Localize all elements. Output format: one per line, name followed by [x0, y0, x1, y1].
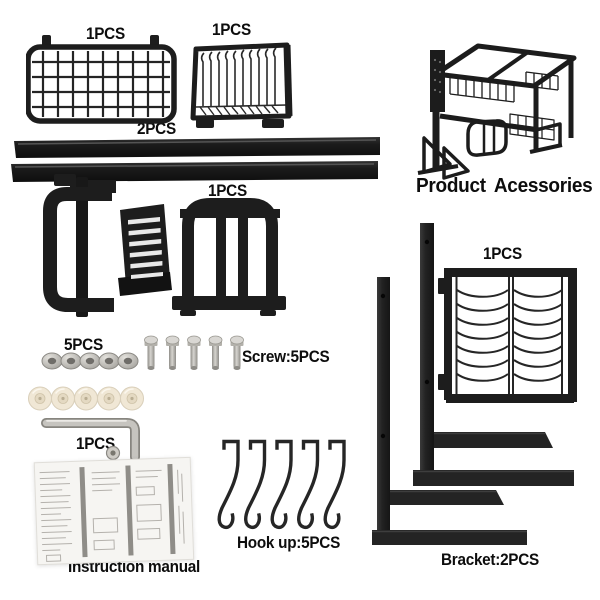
- rail-2-highlight: [14, 163, 375, 168]
- holder-set-qty-label: 1PCS: [208, 181, 247, 200]
- washer: [60, 352, 82, 370]
- screw: [165, 335, 180, 371]
- allen-key-qty-label: 1PCS: [76, 434, 115, 453]
- screw-cap: [50, 386, 76, 411]
- screw-caps-image: [27, 386, 145, 411]
- screw: [187, 335, 201, 371]
- screws-image: [144, 335, 244, 371]
- bracket-1: [413, 223, 574, 486]
- washer: [79, 352, 101, 370]
- mesh-basket-qty-label: 1PCS: [86, 24, 125, 43]
- dish-drainer-image: [190, 42, 293, 128]
- page-title: Product Acessories: [416, 175, 593, 197]
- screw: [208, 335, 223, 371]
- slotted-knife-holder: [118, 204, 172, 296]
- assembled-rack-image: [417, 43, 577, 180]
- rack-panel-holes: [433, 58, 442, 94]
- screw-cap: [27, 386, 53, 411]
- basket-mesh: [32, 51, 170, 117]
- plate-rack-image: [438, 268, 577, 403]
- hooks-image: [217, 439, 346, 530]
- washer: [98, 352, 120, 370]
- rack-foot-right: [529, 143, 563, 154]
- screw: [144, 335, 158, 371]
- drainer-foot-left: [196, 119, 214, 128]
- allen-key-image: [41, 418, 140, 462]
- cutting-board-rack: [172, 198, 286, 316]
- brackets-image: [372, 223, 574, 545]
- mesh-basket-image: [26, 35, 177, 124]
- screw-cap: [96, 386, 122, 411]
- screws-qty-label: Screw:5PCS: [242, 347, 330, 366]
- screw-cap: [73, 386, 99, 411]
- drainer-foot-right: [262, 119, 284, 128]
- manual-text-lines: [39, 469, 185, 552]
- washer: [41, 352, 63, 370]
- hook: [244, 439, 267, 530]
- rack-foot-brace-center: [442, 146, 470, 180]
- screw-cap: [119, 386, 145, 411]
- hook: [323, 439, 346, 530]
- manual-section-strips: [79, 463, 176, 558]
- brackets-qty-label: Bracket:2PCS: [441, 550, 539, 569]
- rack-mid-mesh-basket: [509, 113, 555, 141]
- holder-set-image: [43, 174, 286, 317]
- hook: [270, 439, 293, 530]
- rail-1-highlight: [17, 139, 377, 145]
- small-washer-image: [105, 445, 121, 461]
- c-frame-holder: [43, 174, 116, 317]
- rack-foot-left: [417, 164, 459, 175]
- rack-top-wire-basket-2: [525, 71, 559, 91]
- rails-image: [11, 137, 380, 182]
- plate-rack-wires: [455, 277, 563, 394]
- washer: [117, 352, 139, 370]
- rail-1: [14, 137, 380, 158]
- hooks-qty-label: Hook up:5PCS: [237, 533, 341, 552]
- drainer-bottom-zigzag: [199, 105, 279, 116]
- rack-hole-panel: [430, 50, 445, 112]
- rack-foot-brace-right: [535, 122, 562, 146]
- drainer-wires: [195, 47, 288, 108]
- basket-frame: [26, 44, 177, 124]
- dish-drainer-qty-label: 1PCS: [212, 20, 251, 39]
- screw: [230, 335, 244, 371]
- bracket-2: [372, 277, 527, 545]
- rack-top-wire-basket: [449, 75, 515, 103]
- plate-rack-frame: [438, 268, 577, 403]
- drainer-frame-right: [283, 44, 293, 117]
- hook: [217, 439, 240, 530]
- rack-utensil-holder: [466, 119, 508, 157]
- washers-qty-label: 5PCS: [64, 335, 103, 354]
- washers-image: [41, 352, 139, 370]
- plate-rack-qty-label: 1PCS: [483, 244, 522, 263]
- instruction-manual-image: [33, 456, 195, 566]
- rack-top-divider: [486, 50, 530, 82]
- manual-diagrams: [45, 486, 162, 562]
- hook: [297, 439, 320, 530]
